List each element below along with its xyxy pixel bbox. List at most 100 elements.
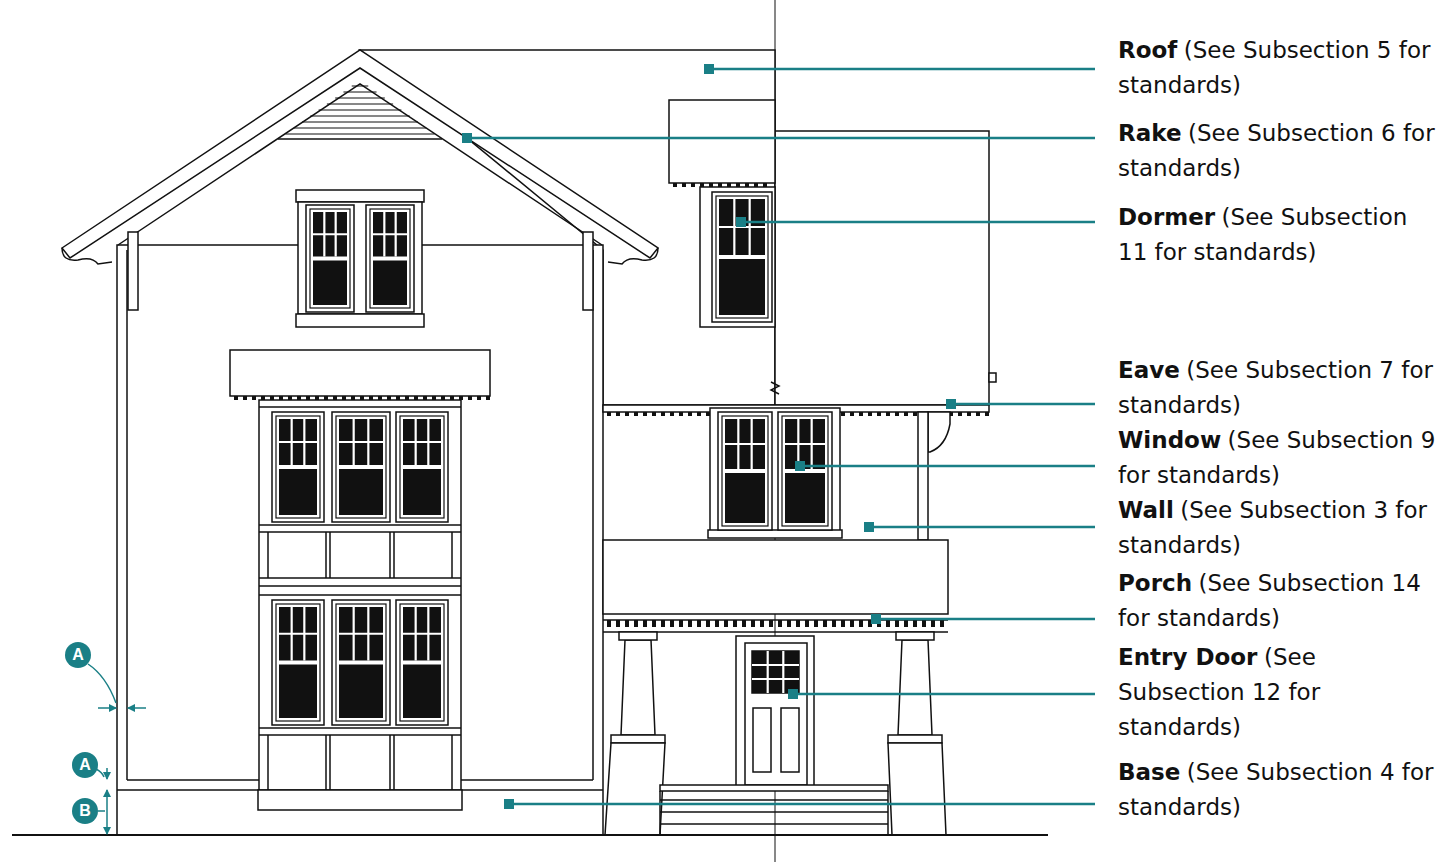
porch-post <box>918 412 928 540</box>
window-sash <box>313 261 347 306</box>
callout-letter-circle: A <box>65 642 91 668</box>
window-sill <box>296 314 424 327</box>
dentil <box>796 620 800 627</box>
dimension-arrow <box>106 768 108 779</box>
gable-shingle <box>327 104 393 105</box>
gable-shingle <box>352 86 369 87</box>
building-outline <box>592 250 594 780</box>
window-symbol <box>306 205 354 312</box>
wall <box>117 245 603 835</box>
dimension-arrow <box>106 790 108 834</box>
gable-bracket <box>128 232 138 310</box>
building-outline <box>12 0 1048 862</box>
bay-sill <box>258 790 462 810</box>
window-sash <box>339 419 383 465</box>
part-name: Eave <box>1118 357 1180 383</box>
callout-letter-circle: B <box>72 798 98 824</box>
dentil <box>670 620 674 627</box>
dentil <box>895 620 899 627</box>
dentil <box>958 412 962 416</box>
dentil <box>670 412 674 416</box>
window-sash <box>339 469 383 515</box>
dentil <box>985 412 989 416</box>
window-frame <box>310 209 350 308</box>
column-pedestal <box>605 743 665 835</box>
porch-roof <box>603 540 948 614</box>
dentil <box>742 620 746 627</box>
leader-square <box>795 461 805 471</box>
window-symbol <box>396 412 448 522</box>
window-frame <box>400 604 444 721</box>
door-muntin <box>767 651 769 693</box>
leader-line <box>869 526 1095 529</box>
leader-square <box>788 689 798 699</box>
column-pedestal <box>888 743 946 835</box>
gable-shingle <box>335 98 385 99</box>
bay-panel <box>389 735 391 790</box>
dentil <box>904 412 908 416</box>
gable-shingle <box>343 92 376 93</box>
dentil <box>688 412 692 416</box>
window-sash <box>279 665 317 719</box>
dimension-arrow <box>128 707 146 709</box>
window-symbol <box>366 205 414 312</box>
leader-square <box>504 799 514 809</box>
dentil <box>913 412 917 416</box>
bay-panel <box>267 532 269 578</box>
callout-letter-circle: A <box>72 752 98 778</box>
bay-panel <box>329 735 331 790</box>
leader-line <box>467 137 1095 140</box>
dentil <box>751 620 755 627</box>
door-panel <box>781 708 799 772</box>
building-outline <box>259 594 461 596</box>
dentil <box>760 620 764 627</box>
leader-square <box>864 522 874 532</box>
dentil <box>697 412 701 416</box>
dentil <box>607 412 611 416</box>
dentil <box>823 620 827 627</box>
callout-label: Porch(See Subsection 14 for standards) <box>1118 566 1440 636</box>
dentil <box>832 620 836 627</box>
building-outline <box>126 250 128 780</box>
window-sash <box>403 607 441 661</box>
eave-bracket <box>928 412 950 452</box>
window-frame <box>336 416 386 518</box>
part-name: Wall <box>1118 497 1174 523</box>
column-cap <box>619 632 657 640</box>
dentil <box>706 620 710 627</box>
leader-line <box>462 64 1095 809</box>
window-sash <box>373 212 407 257</box>
gable-shingle <box>278 138 442 140</box>
dentil <box>724 620 728 627</box>
bay-panel <box>329 532 331 578</box>
callout-letter: A <box>72 646 84 663</box>
building-outline <box>259 524 461 526</box>
gable-shingle <box>310 116 409 117</box>
leader-line <box>793 693 1095 696</box>
window-symbol <box>718 412 772 530</box>
door-muntin <box>782 651 784 693</box>
bay-window <box>259 400 461 790</box>
dentil <box>805 620 809 627</box>
leader-line <box>96 769 104 777</box>
window-frame <box>276 604 320 721</box>
dentil <box>468 396 472 400</box>
leader-line <box>98 810 105 812</box>
leader-line <box>951 403 1095 406</box>
window-sash <box>373 261 407 306</box>
part-name: Dormer <box>1118 204 1215 230</box>
dentil <box>940 620 944 627</box>
window-muntin <box>279 633 317 635</box>
window-sash <box>403 419 441 465</box>
leader-line <box>876 618 1095 621</box>
dentil <box>661 412 665 416</box>
window-symbol <box>272 192 832 725</box>
callout-label: Dormer(See Subsection 11 for standards) <box>1118 200 1440 270</box>
gable-shingle <box>294 128 426 129</box>
dentil <box>243 396 247 400</box>
leader-square <box>462 133 472 143</box>
dentil <box>814 620 818 627</box>
break-mark <box>771 382 779 394</box>
door-glass <box>752 651 799 693</box>
dentil <box>967 412 971 416</box>
